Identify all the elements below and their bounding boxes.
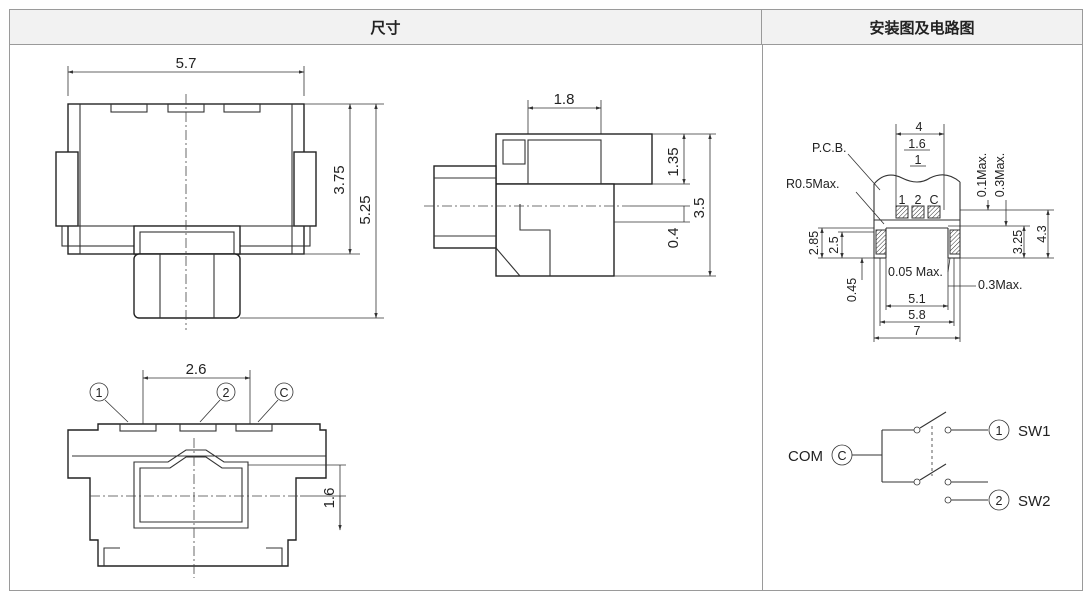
dim-pin-pitch: 2.6 [186, 361, 207, 378]
pad-2-label: 2 [915, 193, 922, 207]
com-terminal: C [837, 449, 846, 463]
terminal-c-mark: C [279, 386, 288, 400]
terminal-1-mark: 1 [96, 386, 103, 400]
pad-1-label: 1 [899, 193, 906, 207]
pcb-label: P.C.B. [812, 141, 847, 155]
dim-width: 5.7 [176, 55, 197, 72]
dim-51: 5.1 [908, 292, 925, 306]
sw1-label: SW1 [1018, 423, 1051, 440]
circuit-diagram: COM C 1 SW1 2 SW2 [788, 411, 1051, 511]
front-view: 5.7 3.75 5.25 [55, 55, 384, 330]
dim-max03-top: 0.3Max. [993, 153, 1007, 197]
sw2-label: SW2 [1018, 493, 1051, 510]
dim-25: 2.5 [827, 236, 841, 253]
dim-w4: 4 [916, 120, 923, 134]
pad-c-label: C [929, 193, 938, 207]
dim-max005: 0.05 Max. [888, 265, 943, 279]
sw2-terminal: 2 [996, 494, 1003, 508]
dim-045: 0.45 [845, 278, 859, 302]
header-dimensions: 尺寸 [10, 10, 762, 45]
bottom-view: 2.6 1 2 C 1.6 [67, 361, 346, 578]
column-divider [762, 45, 763, 591]
sw1-terminal: 1 [996, 424, 1003, 438]
pcb-layout: 4 1.6 1 1 2 C P.C.B. R0.5Max. 0.1Max. 0.… [786, 120, 1054, 342]
dim-58: 5.8 [908, 308, 925, 322]
com-label: COM [788, 448, 823, 465]
dim-285: 2.85 [807, 231, 821, 255]
dim-w1: 1 [915, 153, 922, 167]
dim-offset-low: 0.4 [665, 228, 682, 249]
dim-offset-top: 1.35 [665, 147, 682, 176]
dim-side-height: 3.5 [691, 198, 708, 219]
dim-325: 3.25 [1011, 230, 1025, 254]
dim-height-total: 5.25 [357, 195, 374, 224]
header-install-circuit: 安装图及电路图 [762, 10, 1082, 45]
dim-height-inner: 3.75 [331, 165, 348, 194]
dim-max03: 0.3Max. [978, 278, 1022, 292]
dim-top-width: 1.8 [554, 91, 575, 108]
radius-label: R0.5Max. [786, 177, 840, 191]
dim-w16: 1.6 [908, 137, 925, 151]
dim-bottom-offset: 1.6 [321, 488, 338, 509]
terminal-2-mark: 2 [223, 386, 230, 400]
dim-max01: 0.1Max. [975, 153, 989, 197]
dim-7: 7 [914, 324, 921, 338]
dim-43: 4.3 [1035, 225, 1049, 242]
side-view: 1.8 1.35 3.5 0.4 [424, 91, 716, 277]
